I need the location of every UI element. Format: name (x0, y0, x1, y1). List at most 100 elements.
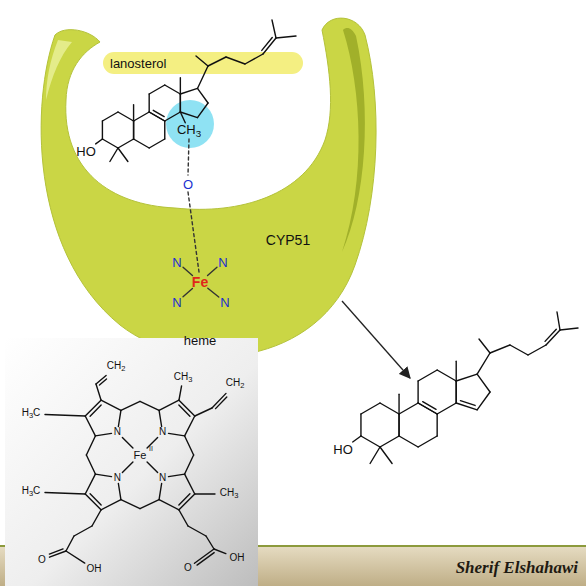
methyl-bond (456, 361, 457, 381)
ring-bond (180, 94, 181, 112)
ring-bond (380, 436, 399, 447)
methyl-bond (110, 148, 118, 162)
double-bond (197, 553, 214, 566)
text-label: lanosterol (110, 57, 166, 70)
hydroxyl-bond (353, 436, 361, 442)
text-label: N (114, 427, 121, 437)
coordination-bond (122, 437, 133, 448)
side-chain (510, 345, 528, 355)
bond (101, 400, 121, 410)
coordination-bond (122, 462, 133, 473)
ring-bond (102, 121, 103, 139)
bond (85, 400, 101, 416)
chem-group: CH3 (220, 488, 239, 499)
bond (214, 549, 226, 554)
ring-bond (102, 139, 118, 148)
bond (66, 536, 74, 551)
ring-bond (197, 88, 208, 103)
text-label: N (159, 473, 166, 483)
ring-bond (418, 436, 437, 447)
side-chain (272, 20, 276, 38)
double-bond (179, 494, 190, 505)
ring-bond (456, 381, 457, 403)
coordination-bond (147, 462, 158, 473)
double-bond (99, 379, 106, 385)
ring-bond (477, 392, 490, 410)
side-chain (245, 54, 263, 64)
side-chain (560, 328, 578, 330)
ring-bond (149, 139, 165, 148)
enzyme-shading (342, 28, 365, 252)
ring-bond (437, 403, 456, 414)
ring-bond (118, 112, 134, 121)
bond (118, 483, 121, 499)
ring-bond (148, 94, 149, 112)
double-bond (49, 549, 63, 554)
double-bond (216, 397, 227, 409)
bond (179, 386, 182, 400)
bond (85, 416, 95, 436)
bond (195, 493, 215, 494)
methyl-bond (118, 148, 128, 162)
bond (185, 455, 194, 474)
text-label: N (220, 296, 229, 309)
methyl-bond (180, 78, 181, 94)
enzyme-shape (41, 18, 376, 356)
double-bond (90, 494, 101, 505)
side-chain (197, 66, 208, 88)
ring-bond (398, 414, 399, 436)
bond (212, 393, 226, 408)
label-banner (103, 52, 303, 74)
chem-group: CH3 (174, 372, 193, 383)
bond (95, 433, 111, 436)
ring-bond (197, 103, 208, 118)
bond (49, 551, 66, 557)
ring-bond (477, 374, 490, 392)
text-label: O (184, 563, 192, 573)
ring-bond (380, 403, 399, 414)
double-bond (262, 38, 272, 51)
bond (185, 416, 195, 436)
bond (121, 401, 140, 410)
ring-bond (180, 94, 181, 112)
side-chain (477, 353, 490, 374)
text-label: N (114, 473, 121, 483)
bond (159, 410, 162, 426)
ring-bond (164, 121, 165, 139)
text-label: Fe (134, 450, 147, 461)
text-label: HO (333, 443, 353, 456)
chem-group: CH2 (107, 361, 126, 372)
ring-bond (436, 414, 437, 436)
bond (85, 494, 101, 510)
chem-group: CH2 (226, 378, 245, 389)
ring-bond (456, 381, 457, 403)
ring-bond (418, 370, 437, 381)
bond (74, 526, 92, 536)
side-chain (546, 330, 560, 345)
footer: Sherif Elshahawi (0, 546, 586, 586)
bond (101, 500, 121, 510)
double-bond (460, 401, 475, 406)
ring-bond (118, 139, 134, 148)
ring-bond (102, 112, 118, 121)
ring-bond (149, 112, 165, 121)
side-chain (490, 345, 510, 353)
text-label: Sherif Elshahawi (456, 559, 578, 576)
ring-bond (360, 414, 361, 436)
bond (96, 375, 106, 384)
ring-bond (456, 403, 477, 410)
methyl-highlight (166, 100, 214, 148)
ring-bond (149, 112, 165, 121)
reaction-arrow (342, 301, 410, 378)
methyl-bond (370, 447, 380, 464)
ring-bond (399, 436, 418, 447)
bond (86, 436, 95, 455)
contact-line (188, 139, 189, 175)
coordination-bond (183, 267, 192, 275)
enzyme-highlight (46, 40, 72, 100)
bond (168, 433, 184, 436)
substrate-label: lanosterol (103, 52, 303, 74)
bond (159, 483, 162, 499)
bond (45, 493, 85, 494)
side-chain (226, 57, 245, 64)
